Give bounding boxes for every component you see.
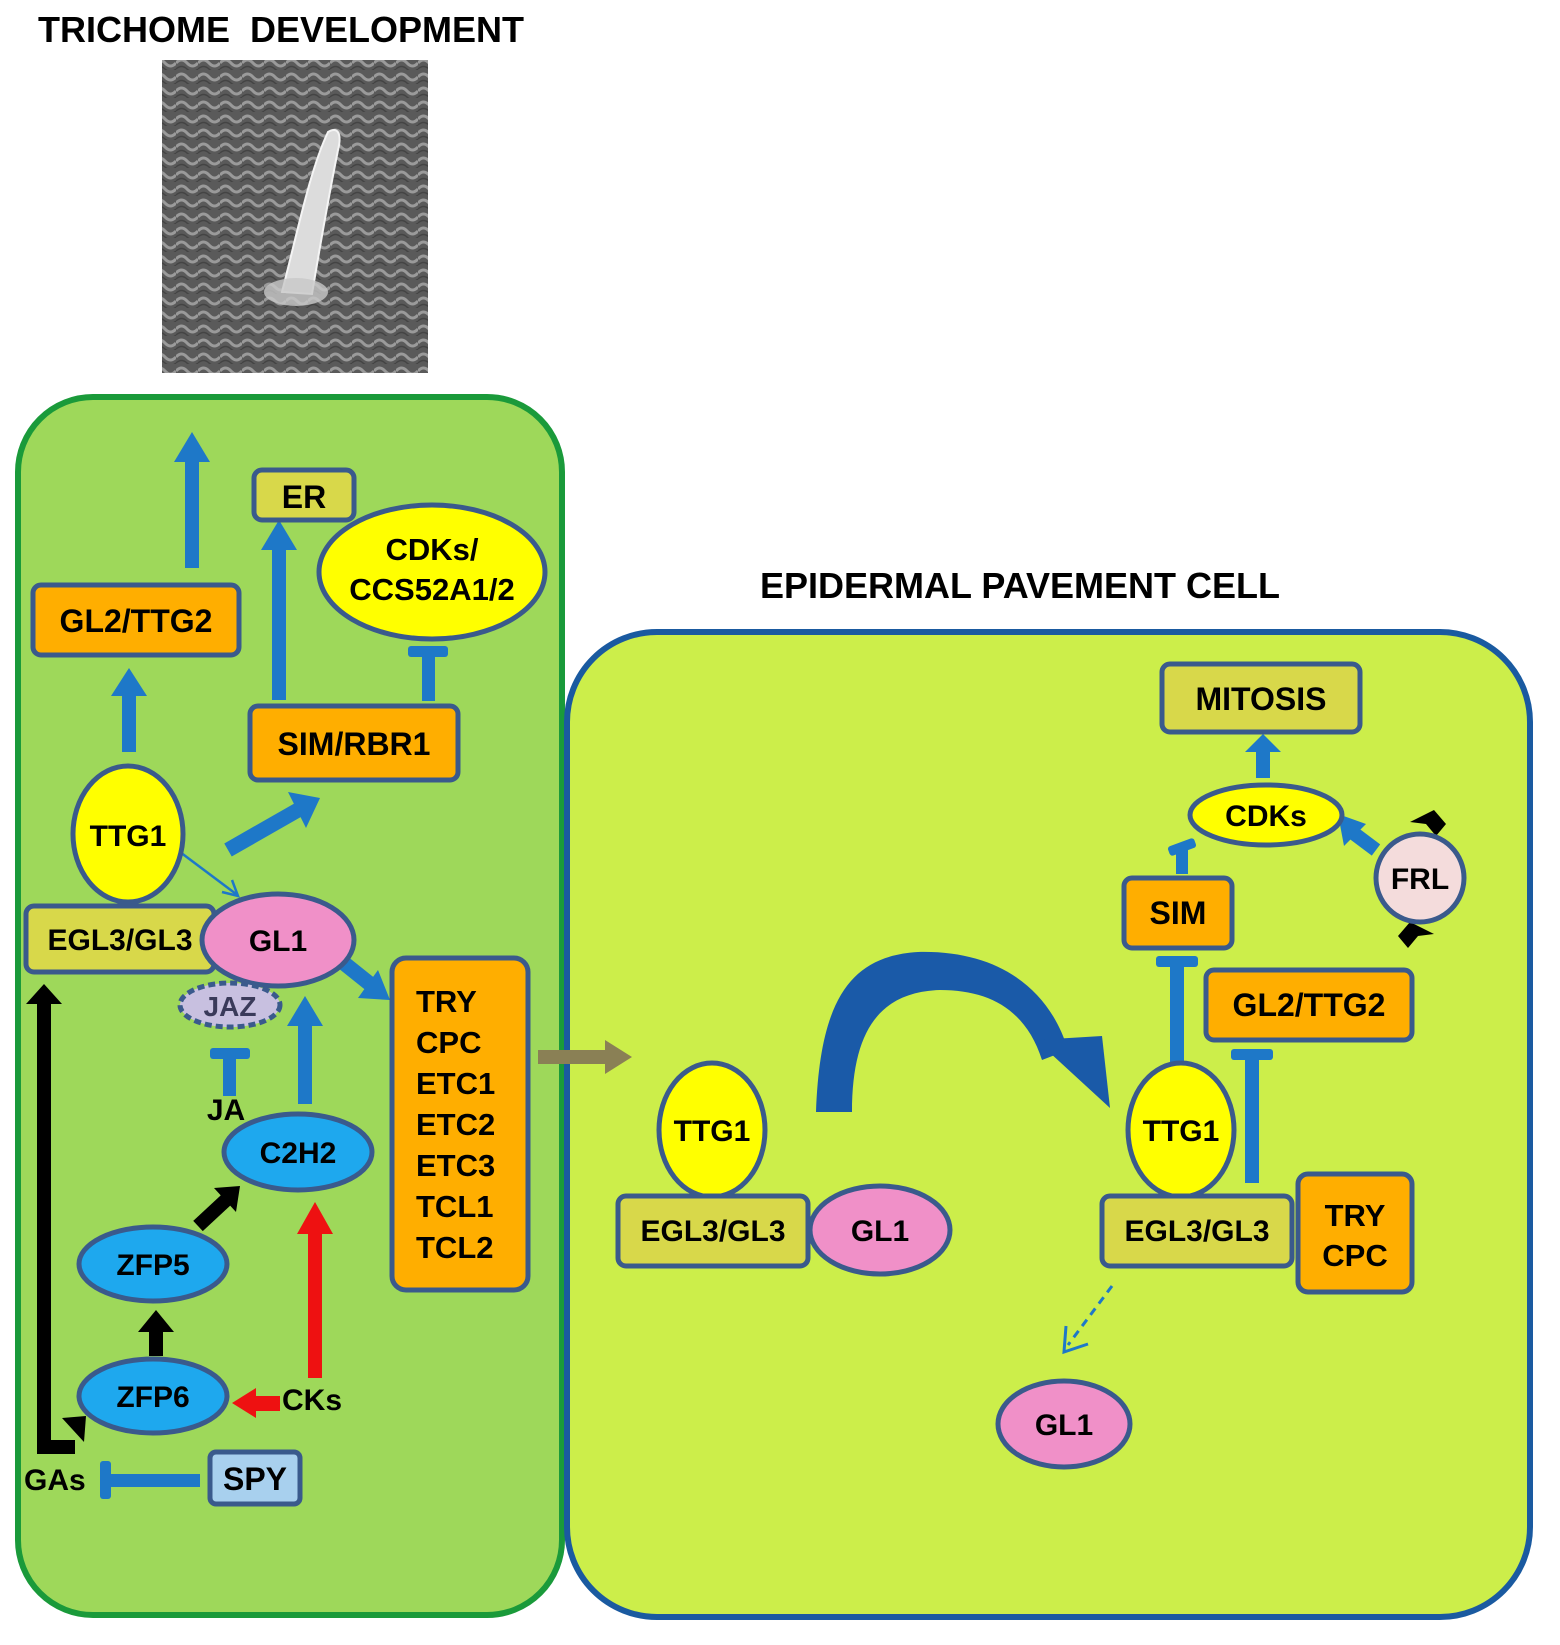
complex-activates-sim-rbr1 xyxy=(224,792,320,857)
gl1-label: GL1 xyxy=(249,925,307,958)
ttg1-right-label: TTG1 xyxy=(1143,1115,1220,1148)
node-spy: SPY xyxy=(207,1449,303,1507)
trichome-sem-micrograph xyxy=(162,60,428,373)
egl3-gl3-label: EGL3/GL3 xyxy=(47,924,192,957)
repressor-cpc: CPC xyxy=(416,1025,481,1060)
trichome-to-pavement-arrow xyxy=(538,1040,632,1074)
cdks-line1-label: CDKs/ xyxy=(385,532,478,567)
cdks-line2-label: CCS52A1/2 xyxy=(349,572,514,607)
node-egl3-gl3-trichome: EGL3/GL3 xyxy=(23,903,217,975)
gl1-released-dashed-arrow xyxy=(1062,1285,1114,1355)
sim-label: SIM xyxy=(1150,895,1207,931)
repressor-try: TRY xyxy=(416,984,477,1019)
gas-black-arrow xyxy=(26,984,86,1454)
zfp5-label: ZFP5 xyxy=(116,1249,189,1282)
c2h2-label: C2H2 xyxy=(260,1137,337,1170)
repressor-etc1: ETC1 xyxy=(416,1066,495,1101)
epidermal-pavement-cell-title: EPIDERMAL PAVEMENT CELL xyxy=(760,565,1280,606)
mitosis-label: MITOSIS xyxy=(1196,681,1327,717)
node-egl3-gl3-pavement-left: EGL3/GL3 xyxy=(615,1193,811,1269)
node-sim-rbr1: SIM/RBR1 xyxy=(247,703,461,783)
cks-label: CKs xyxy=(282,1384,342,1417)
node-mitosis: MITOSIS xyxy=(1159,661,1363,735)
gl1-left-label: GL1 xyxy=(851,1215,909,1248)
cpc-label: CPC xyxy=(1322,1238,1387,1273)
ttg1-complex-inhibits-sim xyxy=(1156,956,1198,1082)
node-zfp5: ZFP5 xyxy=(76,1224,230,1304)
trichome-cell xyxy=(15,394,565,1618)
node-gl2-ttg2-pavement: GL2/TTG2 xyxy=(1203,967,1415,1043)
ttg1-label: TTG1 xyxy=(90,820,167,853)
try-label: TRY xyxy=(1325,1198,1386,1233)
cdks-label: CDKs xyxy=(1225,800,1307,833)
sim-rbr1-inhibits-cdks xyxy=(408,646,448,701)
jaz-label: JAZ xyxy=(204,991,257,1022)
gas-label: GAs xyxy=(24,1464,86,1497)
sim-rbr1-label: SIM/RBR1 xyxy=(278,726,431,762)
egl3-gl3-left-label: EGL3/GL3 xyxy=(640,1215,785,1248)
pavement-cell xyxy=(564,629,1533,1620)
node-sim-pavement: SIM xyxy=(1121,875,1235,951)
spy-inhibits-gas xyxy=(100,1461,200,1499)
er-label: ER xyxy=(282,479,326,515)
ttg1-left-label: TTG1 xyxy=(674,1115,751,1148)
node-repressor-list: TRY CPC ETC1 ETC2 ETC3 TCL1 TCL2 xyxy=(389,955,531,1293)
node-try-cpc-pavement: TRY CPC xyxy=(1295,1171,1415,1295)
frl-activates-cdks xyxy=(1338,814,1381,856)
node-gl1-free: GL1 xyxy=(995,1378,1133,1470)
node-gl1-trichome: GL1 xyxy=(199,891,357,989)
spy-label: SPY xyxy=(223,1461,287,1497)
repressor-etc3: ETC3 xyxy=(416,1148,495,1183)
node-cdks-pavement: CDKs xyxy=(1187,782,1345,848)
trichome-development-title: TRICHOME DEVELOPMENT xyxy=(38,9,524,50)
node-gl2-ttg2-trichome: GL2/TTG2 xyxy=(30,582,242,658)
frl-cycle-arrows xyxy=(1398,810,1446,948)
gl2-ttg2-pavement-label: GL2/TTG2 xyxy=(1233,987,1386,1023)
node-zfp6: ZFP6 xyxy=(76,1356,230,1436)
sim-inhibits-cdks xyxy=(1167,838,1197,874)
node-gl1-pavement-left: GL1 xyxy=(807,1183,953,1277)
node-ttg1-pavement-left: TTG1 xyxy=(656,1060,768,1200)
zfp-cascade-arrows xyxy=(138,1186,240,1356)
node-cdks-ccs52a: CDKs/ CCS52A1/2 xyxy=(316,502,548,642)
zfp6-label: ZFP6 xyxy=(116,1381,189,1414)
node-jaz: JAZ xyxy=(177,980,283,1030)
trichome-activation-arrows xyxy=(111,432,297,752)
repressor-tcl2: TCL2 xyxy=(416,1230,494,1265)
node-frl: FRL xyxy=(1373,831,1467,925)
repressor-etc2: ETC2 xyxy=(416,1107,495,1142)
try-cpc-inhibits-gl2-ttg2 xyxy=(1231,1049,1273,1183)
frl-label: FRL xyxy=(1391,863,1449,896)
node-egl3-gl3-pavement-right: EGL3/GL3 xyxy=(1099,1193,1295,1269)
node-c2h2: C2H2 xyxy=(221,1111,375,1193)
c2h2-activates-gl1 xyxy=(287,996,323,1104)
ja-label: JA xyxy=(207,1094,245,1127)
ja-inhibits-jaz xyxy=(210,1048,250,1096)
gl2-ttg2-label: GL2/TTG2 xyxy=(60,603,213,639)
ttg1-to-gl1-thin-arrow xyxy=(179,851,241,898)
cdks-activate-mitosis xyxy=(1245,734,1281,778)
node-er: ER xyxy=(251,467,357,523)
gl1-free-label: GL1 xyxy=(1035,1409,1093,1442)
repressor-tcl1: TCL1 xyxy=(416,1189,494,1224)
egl3-gl3-right-label: EGL3/GL3 xyxy=(1124,1215,1269,1248)
lateral-movement-curved-arrow xyxy=(816,951,1110,1112)
node-ttg1-trichome: TTG1 xyxy=(70,763,186,905)
cks-arrows xyxy=(232,1202,333,1418)
node-ttg1-pavement-right: TTG1 xyxy=(1125,1060,1237,1200)
